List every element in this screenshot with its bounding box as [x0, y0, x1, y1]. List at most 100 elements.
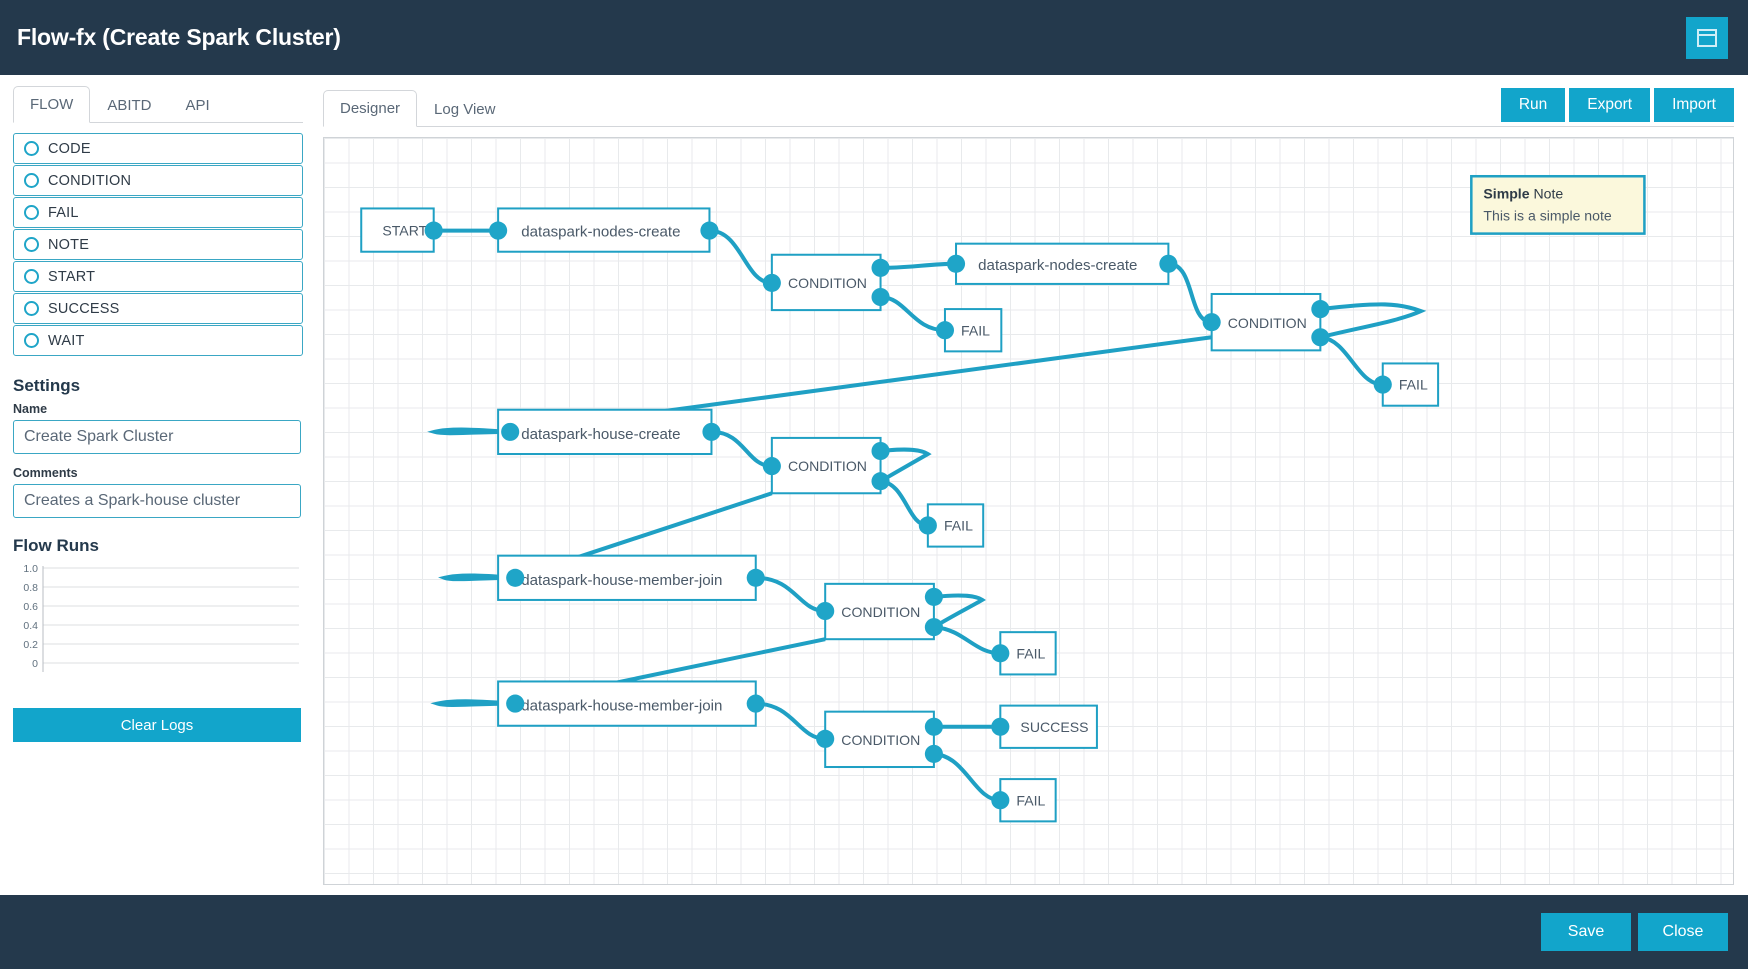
edge-housecreate-loopback: [427, 427, 511, 436]
note-title: Simple Note: [1483, 185, 1563, 201]
node-port: [506, 694, 525, 713]
palette-item-success[interactable]: SUCCESS: [13, 293, 303, 324]
node-dataspark-nodes-create-1[interactable]: dataspark-nodes-create: [489, 207, 719, 253]
circle-icon: [24, 333, 39, 348]
node-port: [489, 221, 508, 240]
edge-condition-true-to-nodescreate2: [880, 261, 957, 270]
note-node[interactable]: Simple Note This is a simple note: [1470, 174, 1646, 235]
node-fail-4[interactable]: FAIL: [991, 631, 1057, 676]
node-label: dataspark-nodes-create: [521, 224, 680, 241]
node-fail-3[interactable]: FAIL: [918, 503, 985, 548]
palette-item-condition[interactable]: CONDITION: [13, 165, 303, 196]
left-tabs: FLOW ABITD API: [13, 86, 303, 123]
node-port: [1373, 375, 1392, 394]
tab-flow[interactable]: FLOW: [13, 86, 91, 123]
circle-icon: [24, 269, 39, 284]
chart-ytick: 1.0: [23, 563, 38, 575]
node-port: [702, 422, 721, 441]
page-title: Flow-fx (Create Spark Cluster): [17, 24, 341, 50]
chart-ytick: 0.6: [23, 601, 38, 613]
nodes-layer: START dataspark-nodes-create CONDITION: [360, 174, 1646, 823]
panel-toggle-button[interactable]: [1686, 16, 1728, 59]
node-port: [946, 254, 966, 273]
palette-item-label: NOTE: [48, 236, 90, 253]
edge-condition-false-to-fail: [880, 295, 946, 333]
node-label: FAIL: [1016, 645, 1045, 661]
flow-graph: START dataspark-nodes-create CONDITION: [360, 174, 1646, 823]
palette-item-fail[interactable]: FAIL: [13, 197, 303, 228]
tab-api[interactable]: API: [185, 97, 210, 114]
node-condition-5[interactable]: CONDITION: [816, 710, 943, 769]
palette-item-code[interactable]: CODE: [13, 133, 303, 164]
node-port: [816, 729, 835, 748]
flow-runs-heading: Flow Runs: [13, 536, 99, 555]
node-dataspark-nodes-create-2[interactable]: dataspark-nodes-create: [946, 242, 1178, 285]
palette-item-wait[interactable]: WAIT: [13, 325, 303, 356]
edge-memberjoin2-to-condition5: [755, 701, 826, 741]
note-body: This is a simple note: [1483, 208, 1611, 224]
node-dataspark-house-create[interactable]: dataspark-house-create: [497, 408, 721, 456]
export-button[interactable]: Export: [1569, 88, 1651, 122]
close-button[interactable]: Close: [1638, 913, 1728, 951]
import-button[interactable]: Import: [1654, 88, 1734, 122]
comments-input[interactable]: [13, 484, 301, 518]
tab-abitd[interactable]: ABITD: [107, 97, 152, 114]
flow-canvas[interactable]: START dataspark-nodes-create CONDITION: [323, 137, 1734, 885]
node-port: [746, 568, 765, 587]
palette-item-start[interactable]: START: [13, 261, 303, 292]
palette-item-label: SUCCESS: [48, 300, 120, 317]
run-button[interactable]: Run: [1500, 88, 1566, 122]
node-condition-3[interactable]: CONDITION: [762, 436, 890, 495]
circle-icon: [24, 301, 39, 316]
node-label: CONDITION: [788, 275, 867, 291]
edge-memberjoin-to-condition4: [755, 575, 826, 614]
circle-icon: [24, 237, 39, 252]
palette-item-label: WAIT: [48, 332, 85, 349]
chart-ytick: 0.4: [23, 620, 38, 632]
node-port: [871, 287, 890, 307]
node-port: [935, 321, 955, 340]
node-label: FAIL: [1399, 377, 1428, 393]
palette-item-label: CODE: [48, 140, 91, 157]
tab-log-view[interactable]: Log View: [434, 101, 496, 118]
chart-ytick: 0.2: [23, 639, 38, 651]
node-dataspark-house-member-join-2[interactable]: dataspark-house-member-join: [497, 680, 765, 727]
node-port: [918, 516, 937, 535]
node-condition-4[interactable]: CONDITION: [816, 582, 943, 641]
designer-tabs: Designer Log View: [323, 89, 512, 127]
node-label: FAIL: [944, 518, 973, 534]
node-port: [506, 568, 525, 587]
node-label: SUCCESS: [1020, 719, 1088, 735]
edge-condition2-false-to-fail: [1320, 335, 1383, 387]
node-dataspark-house-member-join-1[interactable]: dataspark-house-member-join: [497, 554, 765, 601]
chart-ytick: 0.8: [23, 582, 38, 594]
node-fail-1[interactable]: FAIL: [935, 308, 1003, 353]
node-port: [924, 618, 943, 637]
node-label: dataspark-house-member-join: [521, 698, 722, 715]
edge-condition5-false-to-fail: [933, 751, 1001, 803]
node-condition-2[interactable]: CONDITION: [1202, 292, 1330, 352]
node-start[interactable]: START: [360, 207, 443, 253]
node-port: [924, 587, 943, 606]
name-input[interactable]: [13, 420, 301, 454]
node-fail-2[interactable]: FAIL: [1373, 362, 1440, 407]
app-footer: Save Close: [0, 895, 1748, 969]
node-condition-1[interactable]: CONDITION: [762, 253, 890, 312]
edge-nodescreate-to-condition: [709, 228, 773, 285]
node-port: [871, 258, 890, 277]
tab-designer[interactable]: Designer: [323, 90, 418, 127]
node-label: CONDITION: [841, 604, 920, 620]
node-fail-5[interactable]: FAIL: [991, 778, 1057, 823]
node-port: [1311, 328, 1330, 347]
node-label: dataspark-house-member-join: [521, 572, 722, 589]
save-button[interactable]: Save: [1541, 913, 1631, 951]
edge-condition4-false-to-fail: [933, 625, 1001, 656]
palette-item-note[interactable]: NOTE: [13, 229, 303, 260]
node-port: [871, 441, 890, 461]
left-panel: FLOW ABITD API CODE CONDITION FAIL: [0, 75, 313, 895]
clear-logs-button[interactable]: Clear Logs: [13, 708, 301, 742]
app-header: Flow-fx (Create Spark Cluster): [0, 0, 1748, 75]
node-port: [924, 744, 943, 763]
node-success[interactable]: SUCCESS: [991, 704, 1098, 749]
